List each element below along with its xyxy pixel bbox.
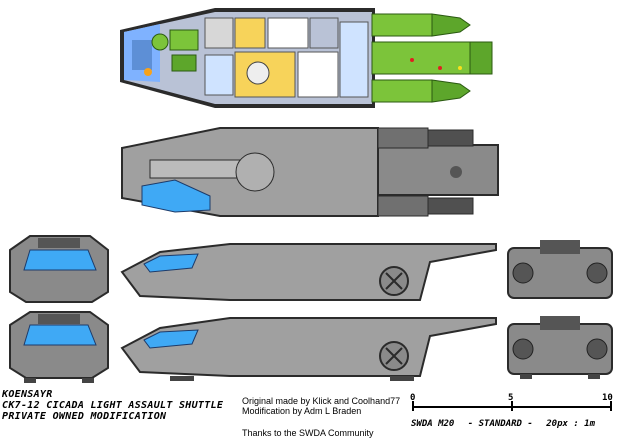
scale-tick-0: 0: [410, 393, 416, 403]
title-block: KOENSAYR CK7-12 CICADA LIGHT ASSAULT SHU…: [2, 389, 223, 422]
scale-standard: SWDA M20: [411, 419, 455, 429]
top-view: [121, 127, 499, 217]
credit-thanks: Thanks to the SWDA Community: [242, 428, 374, 438]
credit-original: Original made by Klick and Coolhand77: [242, 396, 401, 406]
credit-modification: Modification by Adm L Braden: [242, 406, 362, 416]
deck-plan: [120, 8, 493, 108]
rear-view-2: [507, 316, 613, 379]
side-view-1: [120, 243, 497, 301]
side-view-2: [120, 317, 497, 381]
scale-tick-10: 10: [602, 393, 613, 403]
front-view-2: [9, 311, 109, 383]
rear-view-1: [507, 240, 613, 299]
variant-label: PRIVATE OWNED MODIFICATION: [2, 411, 167, 422]
scale-label: - STANDARD -: [467, 419, 533, 429]
scale-ratio: 20px : 1m: [546, 419, 596, 429]
scale-bar: [412, 401, 612, 411]
credits-block: Original made by Klick and Coolhand77 Mo…: [242, 396, 400, 416]
scale-tick-5: 5: [508, 393, 514, 403]
front-view-1: [9, 235, 109, 303]
model-label: CK7-12 CICADA LIGHT ASSAULT SHUTTLE: [2, 400, 224, 411]
owner-label: KOENSAYR: [2, 389, 53, 400]
scale-caption: SWDA M20 - STANDARD - 20px : 1m: [411, 419, 603, 429]
